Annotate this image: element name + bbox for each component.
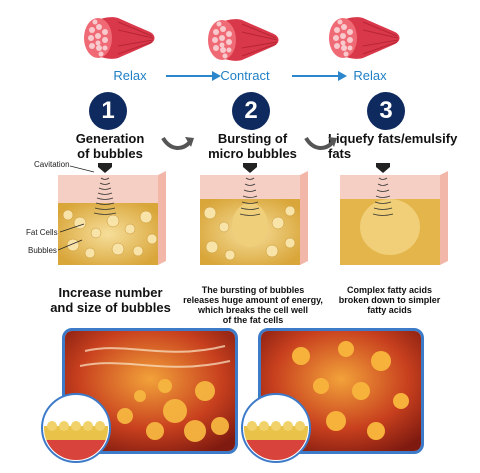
muscle-fiber-icon bbox=[328, 16, 400, 60]
phase-contract: Contract bbox=[220, 68, 270, 83]
pointer-line bbox=[58, 239, 83, 251]
muscle-fiber-icon bbox=[207, 18, 279, 62]
skin-diagram-3 bbox=[340, 163, 448, 265]
phase-relax-2: Relax bbox=[353, 68, 387, 83]
transducer-icon bbox=[243, 163, 257, 173]
label-bubbles: Bubbles bbox=[28, 246, 57, 255]
skin-diagram-2 bbox=[200, 163, 308, 265]
step-2-badge: 2 bbox=[232, 92, 270, 130]
pointer-line bbox=[60, 223, 85, 233]
step-3-badge: 3 bbox=[367, 92, 405, 130]
skin-inset-1 bbox=[41, 393, 111, 463]
right-arrow-icon bbox=[166, 71, 221, 81]
transducer-icon bbox=[98, 163, 112, 173]
curved-arrow-icon bbox=[304, 136, 337, 150]
step-1-badge: 1 bbox=[89, 92, 127, 130]
transducer-icon bbox=[376, 163, 390, 173]
right-arrow-icon bbox=[292, 71, 347, 81]
muscle-fiber-icon bbox=[83, 16, 155, 60]
skin-inset-2 bbox=[241, 393, 311, 463]
label-fat-cells: Fat Cells bbox=[26, 228, 58, 237]
pointer-line bbox=[70, 165, 95, 173]
phase-relax-1: Relax bbox=[113, 68, 147, 83]
skin-diagram-1 bbox=[58, 163, 166, 265]
curved-arrow-icon bbox=[161, 136, 194, 150]
label-cavitation: Cavitation bbox=[34, 160, 70, 169]
